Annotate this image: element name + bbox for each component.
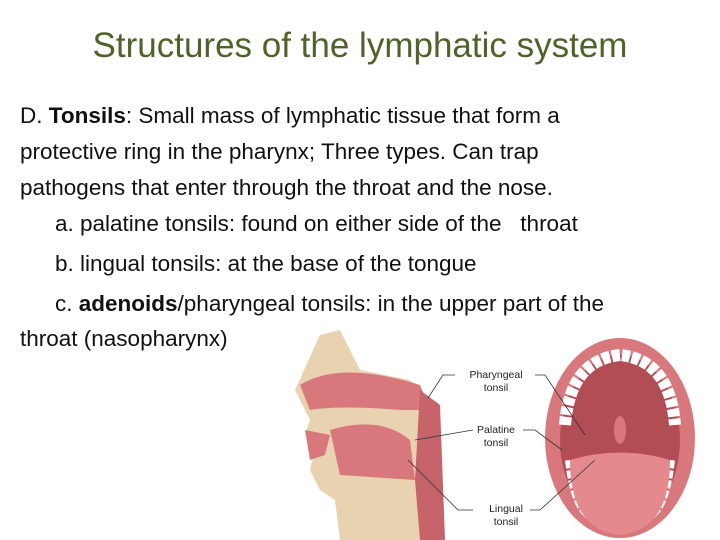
term-tonsils: Tonsils <box>48 103 126 128</box>
lips <box>305 430 330 460</box>
label-line: Pharyngeal <box>469 369 523 381</box>
label-line: tonsil <box>493 516 519 528</box>
body-line-2: protective ring in the pharynx; Three ty… <box>20 139 539 164</box>
tongue <box>330 424 415 480</box>
term-adenoids: adenoids <box>78 291 178 316</box>
item-c: c. adenoids/pharyngeal tonsils: in the u… <box>55 291 604 317</box>
text: : Small mass of lymphatic tissue that fo… <box>125 103 560 128</box>
body-line-1: D. Tonsils: Small mass of lymphatic tiss… <box>20 103 560 129</box>
item-a: a. palatine tonsils: found on either sid… <box>55 211 578 236</box>
label-line: Palatine <box>477 424 515 436</box>
nasal-cavity <box>300 372 430 410</box>
item-b: b. lingual tonsils: at the base of the t… <box>55 251 477 276</box>
slide-title: Structures of the lymphatic system <box>92 26 628 65</box>
upper-teeth <box>559 348 681 426</box>
label-line: tonsil <box>483 382 509 394</box>
text: D. <box>20 103 49 128</box>
pharynx <box>415 390 445 540</box>
body-line-3: pathogens that enter through the throat … <box>20 175 553 200</box>
body-line-last: throat (nasopharynx) <box>20 326 228 351</box>
leader-lines <box>407 374 596 511</box>
text: c. <box>55 291 79 316</box>
uvula <box>614 416 626 444</box>
text: /pharyngeal tonsils: in the upper part o… <box>177 291 605 316</box>
label-line: tonsil <box>483 437 509 449</box>
label-line: Lingual <box>489 503 523 515</box>
tonsils-illustration <box>295 330 695 540</box>
mouth-tongue <box>570 452 670 535</box>
